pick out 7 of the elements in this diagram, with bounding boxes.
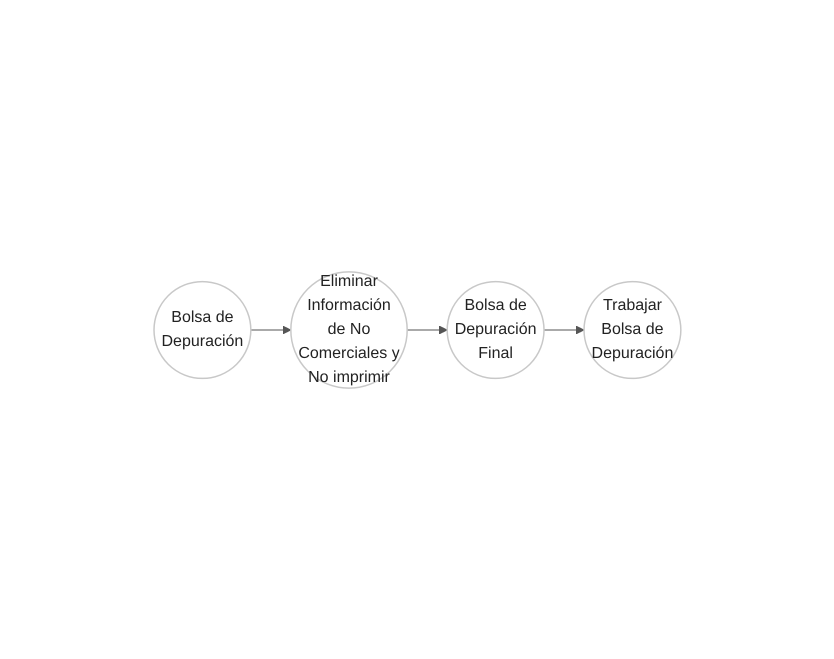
arrow: [406, 325, 448, 334]
node-circle: Eliminar Información de No Comerciales y No imprimir: [290, 270, 408, 388]
node-circle: Bolsa de Depuración Final: [446, 280, 544, 379]
arrow: [543, 325, 584, 334]
arrow: [250, 325, 291, 334]
node-circle: Bolsa de Depuración: [152, 280, 252, 379]
node-circle: Trabajar Bolsa de Depuración: [582, 280, 682, 379]
